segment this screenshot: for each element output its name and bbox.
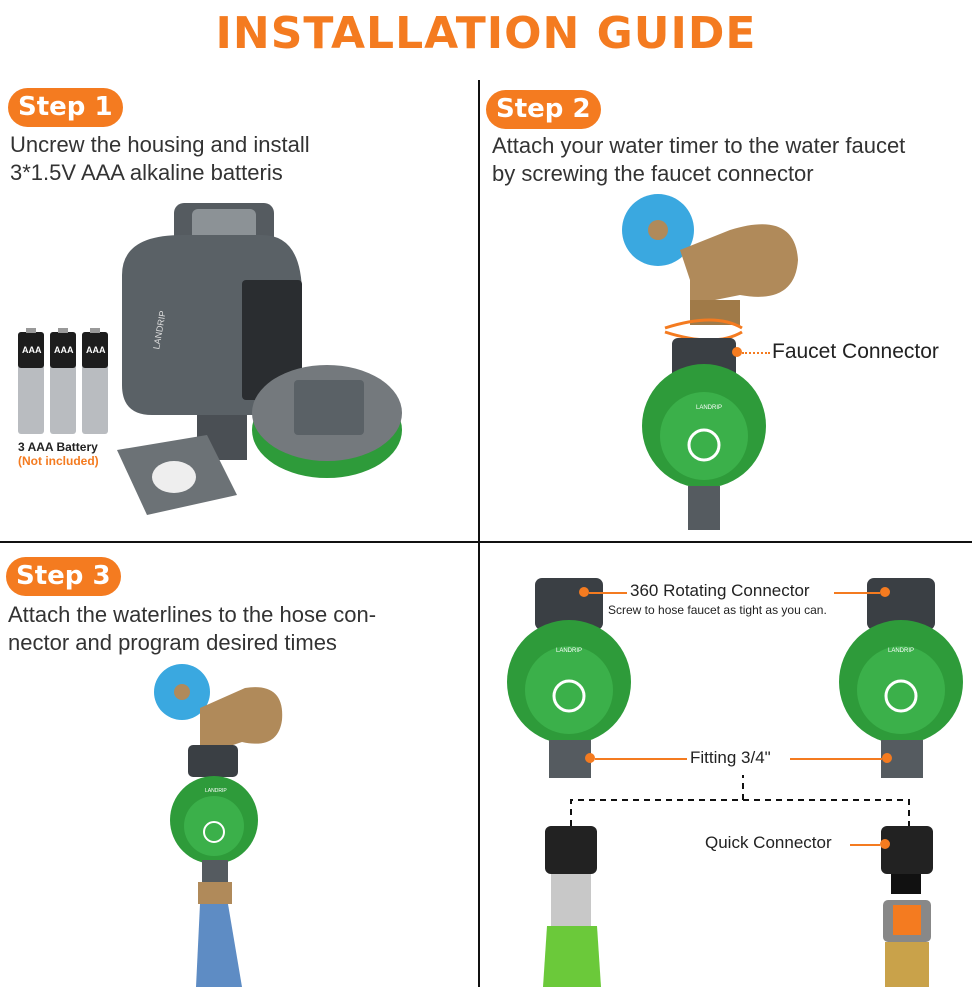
battery-cell (18, 328, 44, 434)
battery-cell-label: AAA (86, 345, 106, 355)
timer-brand: LANDRIP (888, 648, 915, 654)
callout-leader (850, 844, 880, 846)
step-3-line-2: nector and program desired times (8, 630, 337, 655)
callout-dot (732, 347, 742, 357)
battery-note: (Not included) (18, 454, 99, 468)
callout-leader (589, 592, 627, 594)
vertical-divider (478, 80, 480, 987)
step-1-line-1: Uncrew the housing and install (10, 132, 310, 157)
rotating-connector-label: 360 Rotating Connector (630, 581, 810, 600)
callout-leader (790, 758, 882, 760)
step-2-badge: Step 2 (486, 90, 601, 129)
battery-illustration (18, 328, 108, 434)
rotating-connector-note: Screw to hose faucet as tight as you can… (608, 603, 827, 617)
step-2-text: Attach your water timer to the water fau… (492, 132, 905, 188)
page-title: INSTALLATION GUIDE (215, 8, 757, 59)
quick-connector-label: Quick Connector (705, 833, 832, 852)
timer-brand: LANDRIP (556, 648, 583, 654)
callout-leader (834, 592, 880, 594)
step-3-text: Attach the waterlines to the hose con- n… (8, 601, 376, 657)
timer-housing-illustration (117, 203, 402, 515)
battery-caption: 3 AAA Battery (18, 440, 98, 454)
step-1-text: Uncrew the housing and install 3*1.5V AA… (10, 131, 310, 187)
step-2-line-1: Attach your water timer to the water fau… (492, 133, 906, 158)
timer-brand: LANDRIP (696, 405, 723, 411)
step-1-badge: Step 1 (8, 88, 123, 127)
callout-dot (880, 587, 890, 597)
battery-cell-label: AAA (22, 345, 42, 355)
callout-dot (585, 753, 595, 763)
callout-leader (595, 758, 687, 760)
callout-dot (579, 587, 589, 597)
battery-cell-label: AAA (54, 345, 74, 355)
callout-dot (882, 753, 892, 763)
callout-leader (742, 352, 770, 354)
step-3-badge: Step 3 (6, 557, 121, 596)
horizontal-divider (0, 541, 972, 543)
step-3-illustration (154, 664, 283, 987)
step-3-line-1: Attach the waterlines to the hose con- (8, 602, 377, 627)
battery-cell (50, 328, 76, 434)
fitting-label: Fitting 3/4" (690, 748, 771, 767)
callout-dot (880, 839, 890, 849)
connectors-illustration (507, 578, 963, 987)
faucet-connector-label: Faucet Connector (772, 340, 939, 363)
step-2-illustration (622, 194, 798, 530)
step-1-line-2: 3*1.5V AAA alkaline batteris (10, 160, 283, 185)
timer-brand: LANDRIP (205, 788, 227, 794)
battery-cell (82, 328, 108, 434)
step-2-line-2: by screwing the faucet connector (492, 161, 814, 186)
